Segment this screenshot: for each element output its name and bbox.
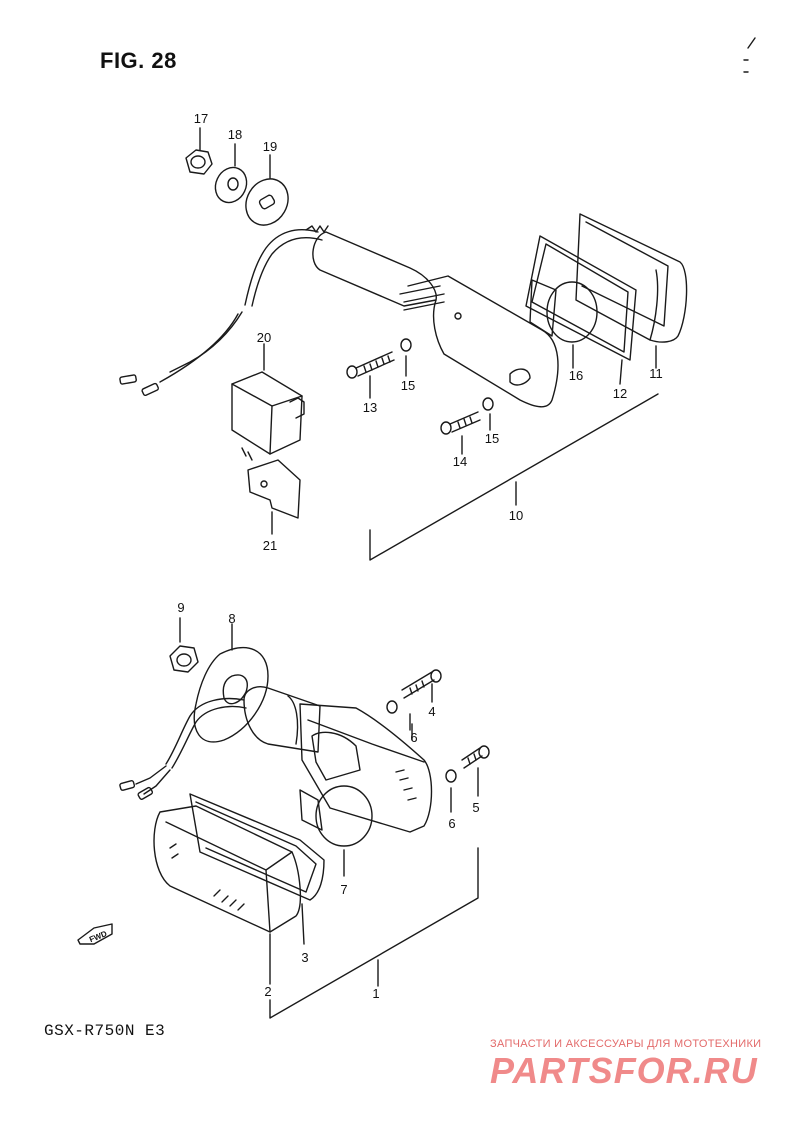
- label-20: 20: [257, 330, 271, 345]
- label-18: 18: [228, 127, 242, 142]
- label-17: 17: [194, 111, 208, 126]
- part-9-nut: [169, 617, 199, 673]
- label-9: 9: [177, 600, 184, 615]
- label-16: 16: [569, 368, 583, 383]
- label-11: 11: [649, 366, 663, 381]
- part-5-screw: [461, 745, 490, 797]
- label-8: 8: [228, 611, 235, 626]
- part-17-nut: [185, 127, 213, 175]
- lower-wire-harness: [119, 697, 247, 800]
- part-20-relay: [231, 343, 305, 461]
- leader-bracket-10: [369, 393, 659, 561]
- label-10: 10: [509, 508, 523, 523]
- label-4: 4: [428, 704, 435, 719]
- part-6b-washer: [445, 769, 457, 813]
- watermark-brand: PARTSFOR.RU: [490, 1050, 758, 1091]
- part-18-washer: [214, 143, 248, 204]
- label-7: 7: [340, 882, 347, 897]
- leader-bracket-1: [269, 847, 479, 1019]
- watermark-tagline: ЗАПЧАСТИ И АКСЕССУАРЫ ДЛЯ МОТОТЕХНИКИ: [490, 1038, 762, 1050]
- lower-signal-housing: [243, 686, 433, 833]
- part-4-screw: [401, 669, 442, 703]
- part-6a-washer: [386, 700, 411, 731]
- part-13-screw: [346, 351, 395, 399]
- label-6a: 6: [410, 730, 417, 745]
- part-14-screw: [440, 411, 481, 455]
- label-2: 2: [264, 984, 271, 999]
- part-number-labels: 17 18 19 20 21 13 15 14 15 16 12 11 10 9…: [177, 111, 662, 1001]
- part-11-lens: [575, 213, 688, 369]
- model-code: GSX-R750N E3: [44, 1022, 166, 1040]
- part-15b-washer: [482, 397, 494, 431]
- part-21-bracket: [247, 459, 301, 535]
- part-8-gasket: [193, 623, 269, 743]
- part-12-gasket: [525, 235, 637, 385]
- label-21: 21: [263, 538, 277, 553]
- label-14: 14: [453, 454, 467, 469]
- upper-signal-housing: [312, 231, 559, 408]
- part-2-lens: [153, 805, 301, 985]
- label-15a: 15: [401, 378, 415, 393]
- part-16-bulb: [529, 279, 598, 369]
- label-5: 5: [472, 800, 479, 815]
- part-7-bulb: [299, 785, 373, 877]
- label-19: 19: [263, 139, 277, 154]
- upper-wire-harness: [119, 225, 329, 397]
- label-1: 1: [372, 986, 379, 1001]
- part-15a-washer: [400, 338, 412, 377]
- label-13: 13: [363, 400, 377, 415]
- part-19-washer: [245, 154, 289, 226]
- figure-title: FIG. 28: [100, 48, 177, 73]
- label-6b: 6: [448, 816, 455, 831]
- label-15b: 15: [485, 431, 499, 446]
- label-3: 3: [301, 950, 308, 965]
- part-3-gasket: [189, 793, 325, 945]
- label-12: 12: [613, 386, 627, 401]
- corner-marks: [743, 37, 756, 73]
- fwd-arrow: FWD: [77, 923, 113, 945]
